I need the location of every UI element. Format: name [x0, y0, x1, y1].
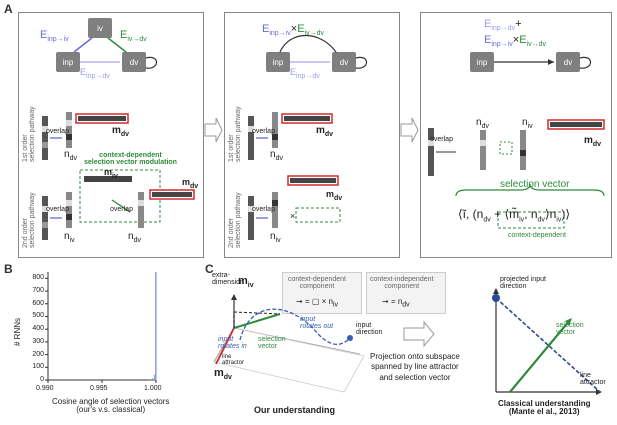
vec-niv-1 [66, 192, 72, 228]
label-e-inp-iv: Einp→iv [40, 29, 69, 44]
line-attractor-label: line attractor [222, 354, 245, 366]
ci-component-label: context-independent component [370, 276, 434, 290]
node-inp-3: inp [470, 52, 494, 72]
node-inp: inp [56, 52, 80, 72]
overlap-label-3: overlap [110, 206, 133, 213]
projected-input-direction: projected input direction [500, 276, 546, 290]
classical-line-attractor: line attractor [580, 372, 606, 386]
c-selection-vector: selection vector [258, 336, 286, 350]
context-modulation-label: context-dependent selection vector modul… [84, 152, 177, 166]
niv-label-1: niv [64, 231, 75, 245]
node-dv-3: dv [556, 52, 580, 72]
input-rotates-in: input rotates in [218, 336, 247, 350]
m-dv-tilde-label: mdv [214, 367, 232, 382]
node-dv: dv [122, 52, 146, 72]
histogram-y-tick-label: 600 [32, 299, 44, 307]
histogram-bar [151, 378, 154, 380]
panel-a-box-1 [18, 12, 204, 258]
node-dv-2: dv [332, 52, 356, 72]
histogram-bar [155, 272, 157, 380]
box2-times: × [290, 211, 296, 221]
box3-context-dependent: context-dependent [508, 232, 566, 239]
histogram-bar [153, 374, 156, 380]
box3-e-sum: Einp→dv+ Einp→iv×Eiv→dv [484, 18, 546, 48]
extra-dimension-label: extra- dimension [212, 272, 244, 286]
overlap-label-1: overlap [46, 128, 69, 135]
histogram-y-tick-label: 300 [32, 337, 44, 345]
ci-formula: ➞ = ndv [382, 297, 410, 309]
box3-selection-vector: selection vector [500, 179, 570, 190]
node-iv: iv [88, 18, 112, 38]
box3-formula: ⟨ĩ, (ndv + ⟨m̃iv, ndv⟩niv)⟩ [458, 207, 571, 224]
histogram-bar [149, 379, 152, 380]
vec-input-2 [42, 196, 48, 240]
classical-selection-vector: selection vector [556, 322, 584, 336]
panel-a-box-3 [420, 12, 612, 258]
box2-e-product: Einp→iv×Eiv→dv [262, 23, 324, 38]
m-iv-tilde-label: miv [238, 275, 254, 290]
box2-overlap-1: overlap [252, 128, 275, 135]
our-understanding: Our understanding [254, 405, 335, 415]
histogram-y-tick-label: 700 [32, 287, 44, 295]
box2-ndv-1: ndv [270, 149, 283, 163]
ndv-label-1: ndv [64, 149, 77, 163]
mdv-label-1: mdv [112, 125, 130, 139]
box3-ndv: ndv [476, 117, 489, 131]
vec-ndv-2 [138, 192, 144, 228]
mdv-label-2: mdv [182, 177, 199, 190]
box2-mdv-1: mdv [316, 125, 334, 139]
cd-formula: ➞ = ▢ × niv [296, 297, 339, 309]
input-rotates-out: input rotates out [300, 316, 334, 330]
box2-overlap-2: overlap [252, 206, 275, 213]
histogram-y-tick-label: 800 [32, 274, 44, 282]
classical-understanding: Classical understanding (Mante el al., 2… [498, 399, 591, 416]
histogram-x-tick-label: 0.990 [36, 385, 54, 392]
histogram-xlabel: Cosine angle of selection vectors (our's… [52, 397, 170, 414]
histogram-x-tick-label: 0.995 [90, 385, 108, 392]
context-independent-legend [366, 272, 446, 314]
panel-label-b: B [4, 262, 13, 276]
panel-label-c: C [205, 262, 214, 276]
histogram-y-tick-label: 400 [32, 325, 44, 333]
label-e-iv-dv: Eiv→dv [120, 29, 147, 44]
overlap-label-2: overlap [46, 206, 69, 213]
vec-ndv-1 [66, 112, 72, 148]
ndv-label-2: ndv [128, 231, 141, 245]
label-e-inp-dv: Einp→dv [80, 67, 110, 80]
panel-label-a: A [4, 2, 13, 16]
box3-overlap: overlap [430, 136, 453, 143]
histogram-x-tick-label: 1.000 [144, 385, 162, 392]
miv-label-1: miv [104, 167, 118, 180]
histogram-y-tick-label: 500 [32, 312, 44, 320]
node-inp-2: inp [266, 52, 290, 72]
box2-mdv-2: mdv [326, 189, 343, 202]
histogram-y-tick-label: 200 [32, 350, 44, 358]
context-dependent-legend [282, 272, 362, 314]
vec-input-1 [42, 116, 48, 160]
histogram-y-tick-label: 0 [40, 376, 44, 383]
box2-niv: niv [270, 231, 281, 245]
cd-component-label: context-dependent component [288, 276, 346, 290]
histogram-y-tick-label: 100 [32, 363, 44, 371]
box3-niv: niv [522, 117, 533, 131]
input-direction-label: input direction [356, 322, 383, 336]
box2-e-inp-dv: Einp→dv [290, 67, 320, 80]
projection-text: Projection onto subspace spanned by line… [370, 352, 460, 382]
box3-mdv: mdv [584, 135, 602, 149]
